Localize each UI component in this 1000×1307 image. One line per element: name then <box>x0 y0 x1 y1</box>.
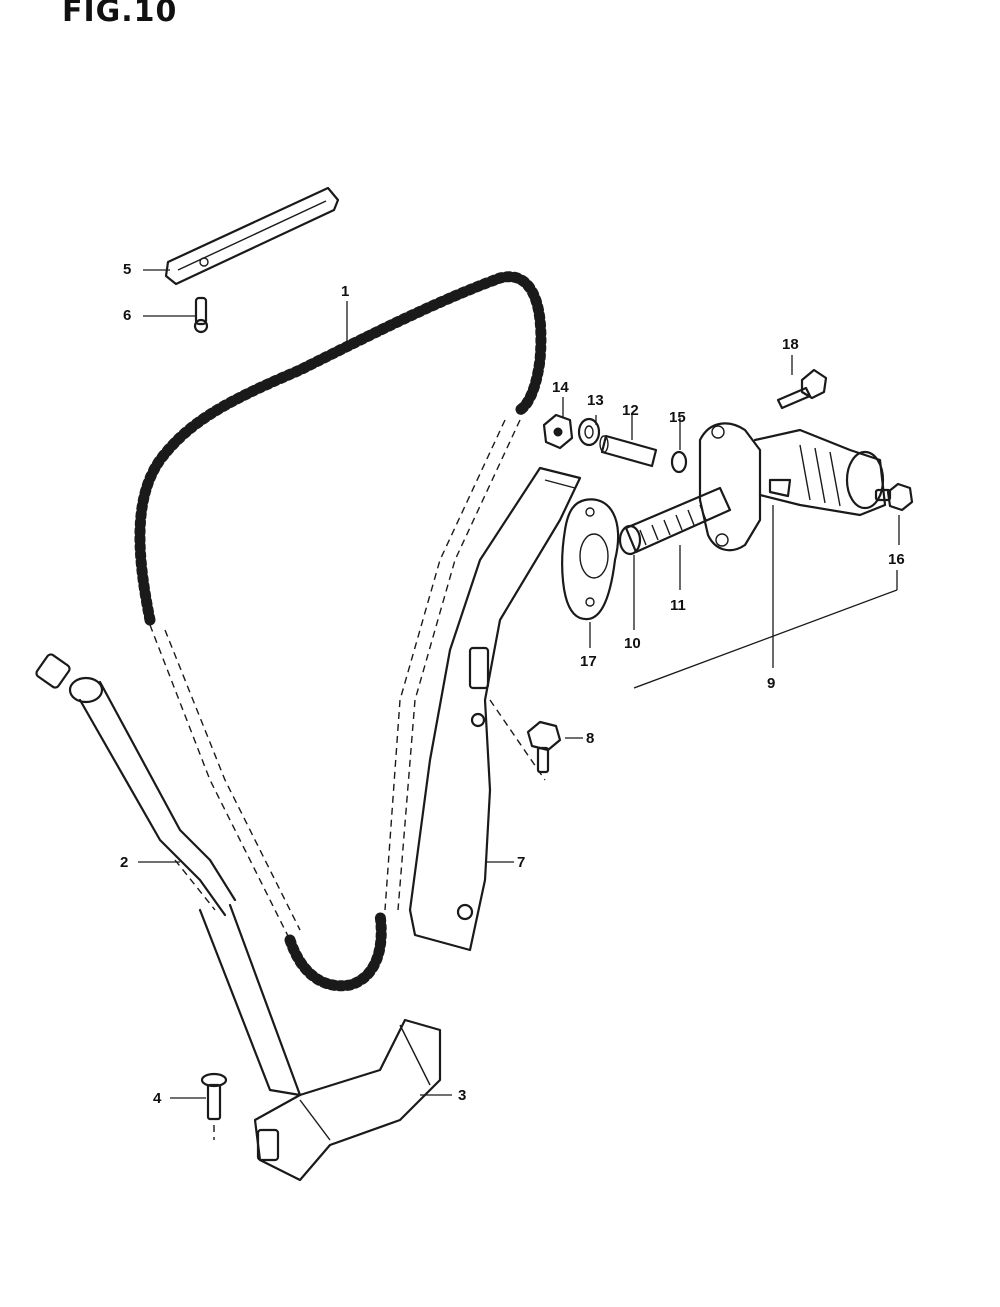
callout-4: 4 <box>153 1090 162 1107</box>
part-10-push-rod <box>618 524 642 556</box>
part-5-chain-guide-upper <box>164 186 340 286</box>
callout-8: 8 <box>586 730 595 747</box>
figure-title: FIG.10 <box>62 0 178 29</box>
callout-13: 13 <box>587 392 604 409</box>
part-15-ring <box>670 450 688 474</box>
callout-2: 2 <box>120 854 129 871</box>
callout-3: 3 <box>458 1087 467 1104</box>
callout-10: 10 <box>624 635 641 652</box>
part-1-cam-chain <box>134 271 547 992</box>
part-13-washer <box>577 417 601 447</box>
callout-18: 18 <box>782 336 799 353</box>
part-11-spring <box>624 486 732 554</box>
callout-9: 9 <box>767 675 776 692</box>
part-12-pin <box>599 434 658 468</box>
callout-15: 15 <box>669 409 686 426</box>
part-17-gasket <box>561 498 620 621</box>
part-16-bolt <box>874 482 914 512</box>
part-14-nut <box>542 413 574 450</box>
callout-17: 17 <box>580 653 597 670</box>
part-3-chain-guide-lower <box>253 1018 442 1182</box>
callout-14: 14 <box>552 379 569 396</box>
leader-lines <box>138 269 900 1099</box>
part-4-bolt <box>200 1072 228 1140</box>
callout-5: 5 <box>123 261 132 278</box>
part-7-chain-guide-right <box>408 466 582 952</box>
callout-12: 12 <box>622 402 639 419</box>
part-2-chain-guide-left <box>35 653 302 1097</box>
callout-16: 16 <box>888 551 905 568</box>
part-8-bolt <box>489 699 562 781</box>
callout-7: 7 <box>517 854 526 871</box>
callout-1: 1 <box>341 283 350 300</box>
part-6-bolt <box>193 296 209 334</box>
part-18-bolt <box>776 368 828 410</box>
callout-11: 11 <box>670 597 686 614</box>
callout-6: 6 <box>123 307 132 324</box>
part-9-tensioner-body <box>698 422 887 552</box>
